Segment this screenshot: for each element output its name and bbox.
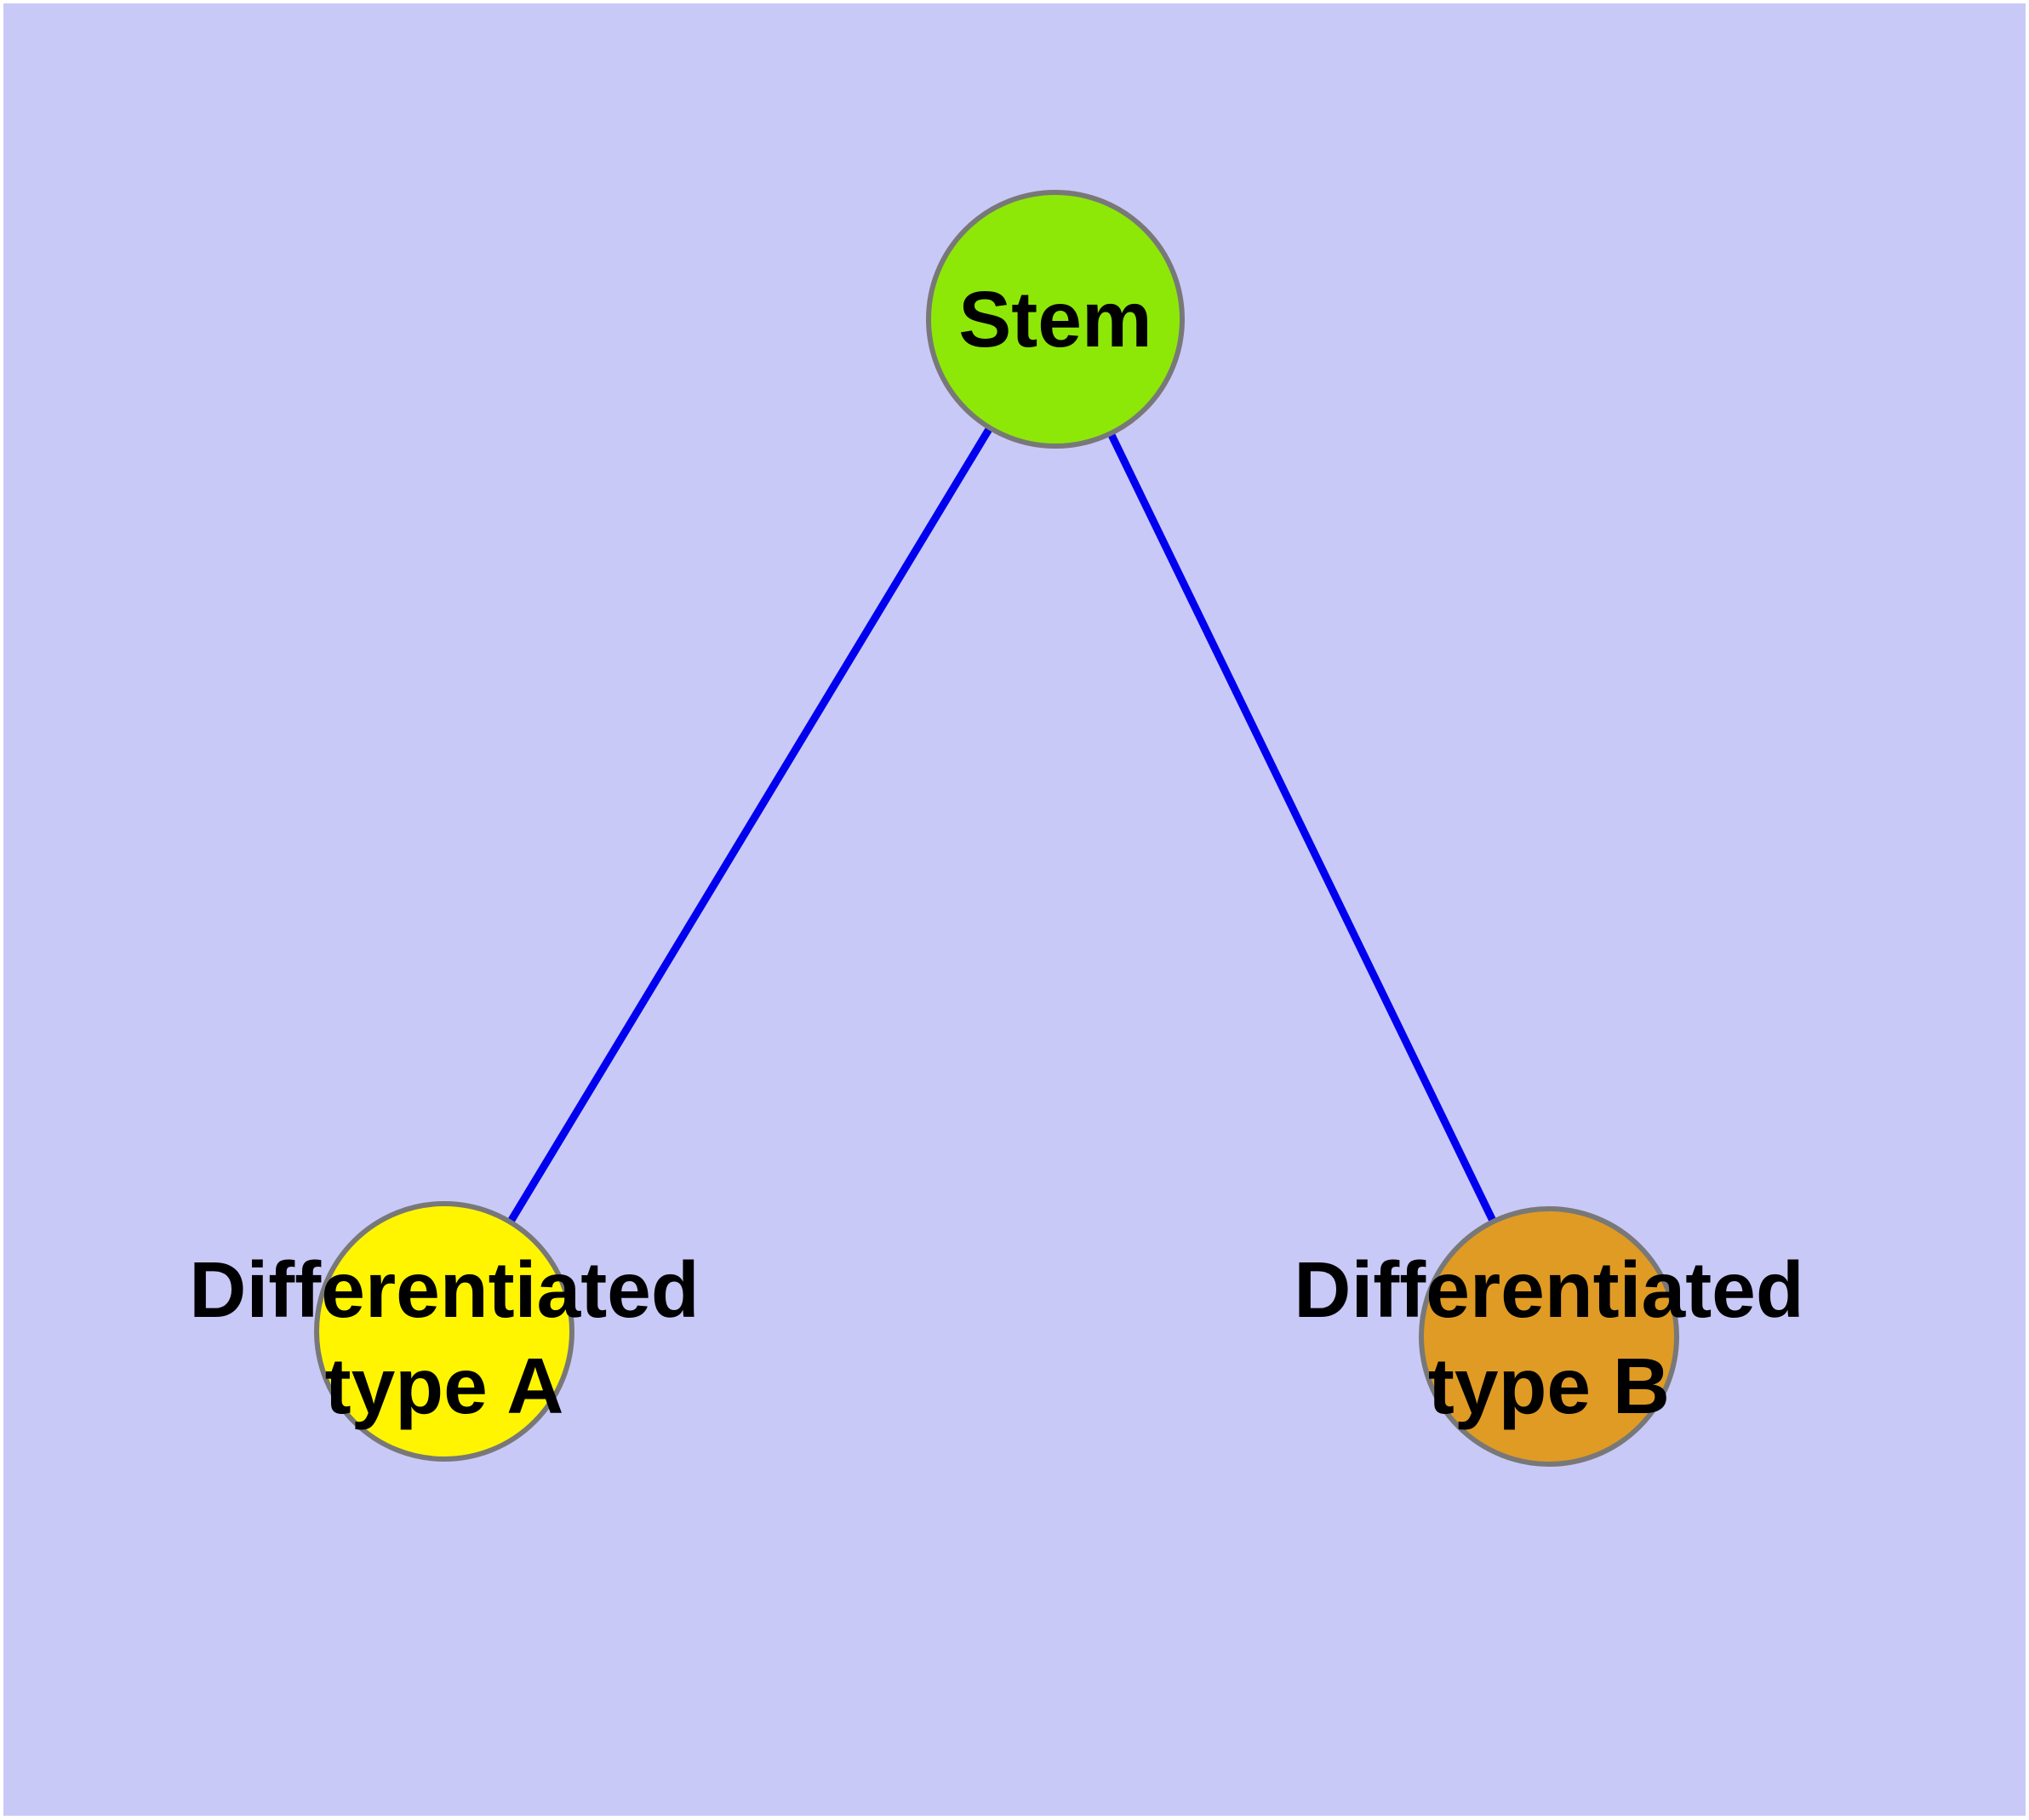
diagram-canvas[interactable]: Stem Differentiated type A Differentiate… [3, 3, 2026, 1816]
node-differentiated-type-a[interactable] [314, 1201, 574, 1462]
node-differentiated-type-b[interactable] [1419, 1206, 1679, 1467]
edges-layer [441, 317, 1553, 1338]
node-stem[interactable]: Stem [926, 190, 1185, 449]
edge-stem-to-type-a[interactable] [441, 317, 1059, 1334]
edge-stem-to-type-b[interactable] [1051, 318, 1553, 1338]
node-stem-label: Stem [958, 274, 1152, 363]
